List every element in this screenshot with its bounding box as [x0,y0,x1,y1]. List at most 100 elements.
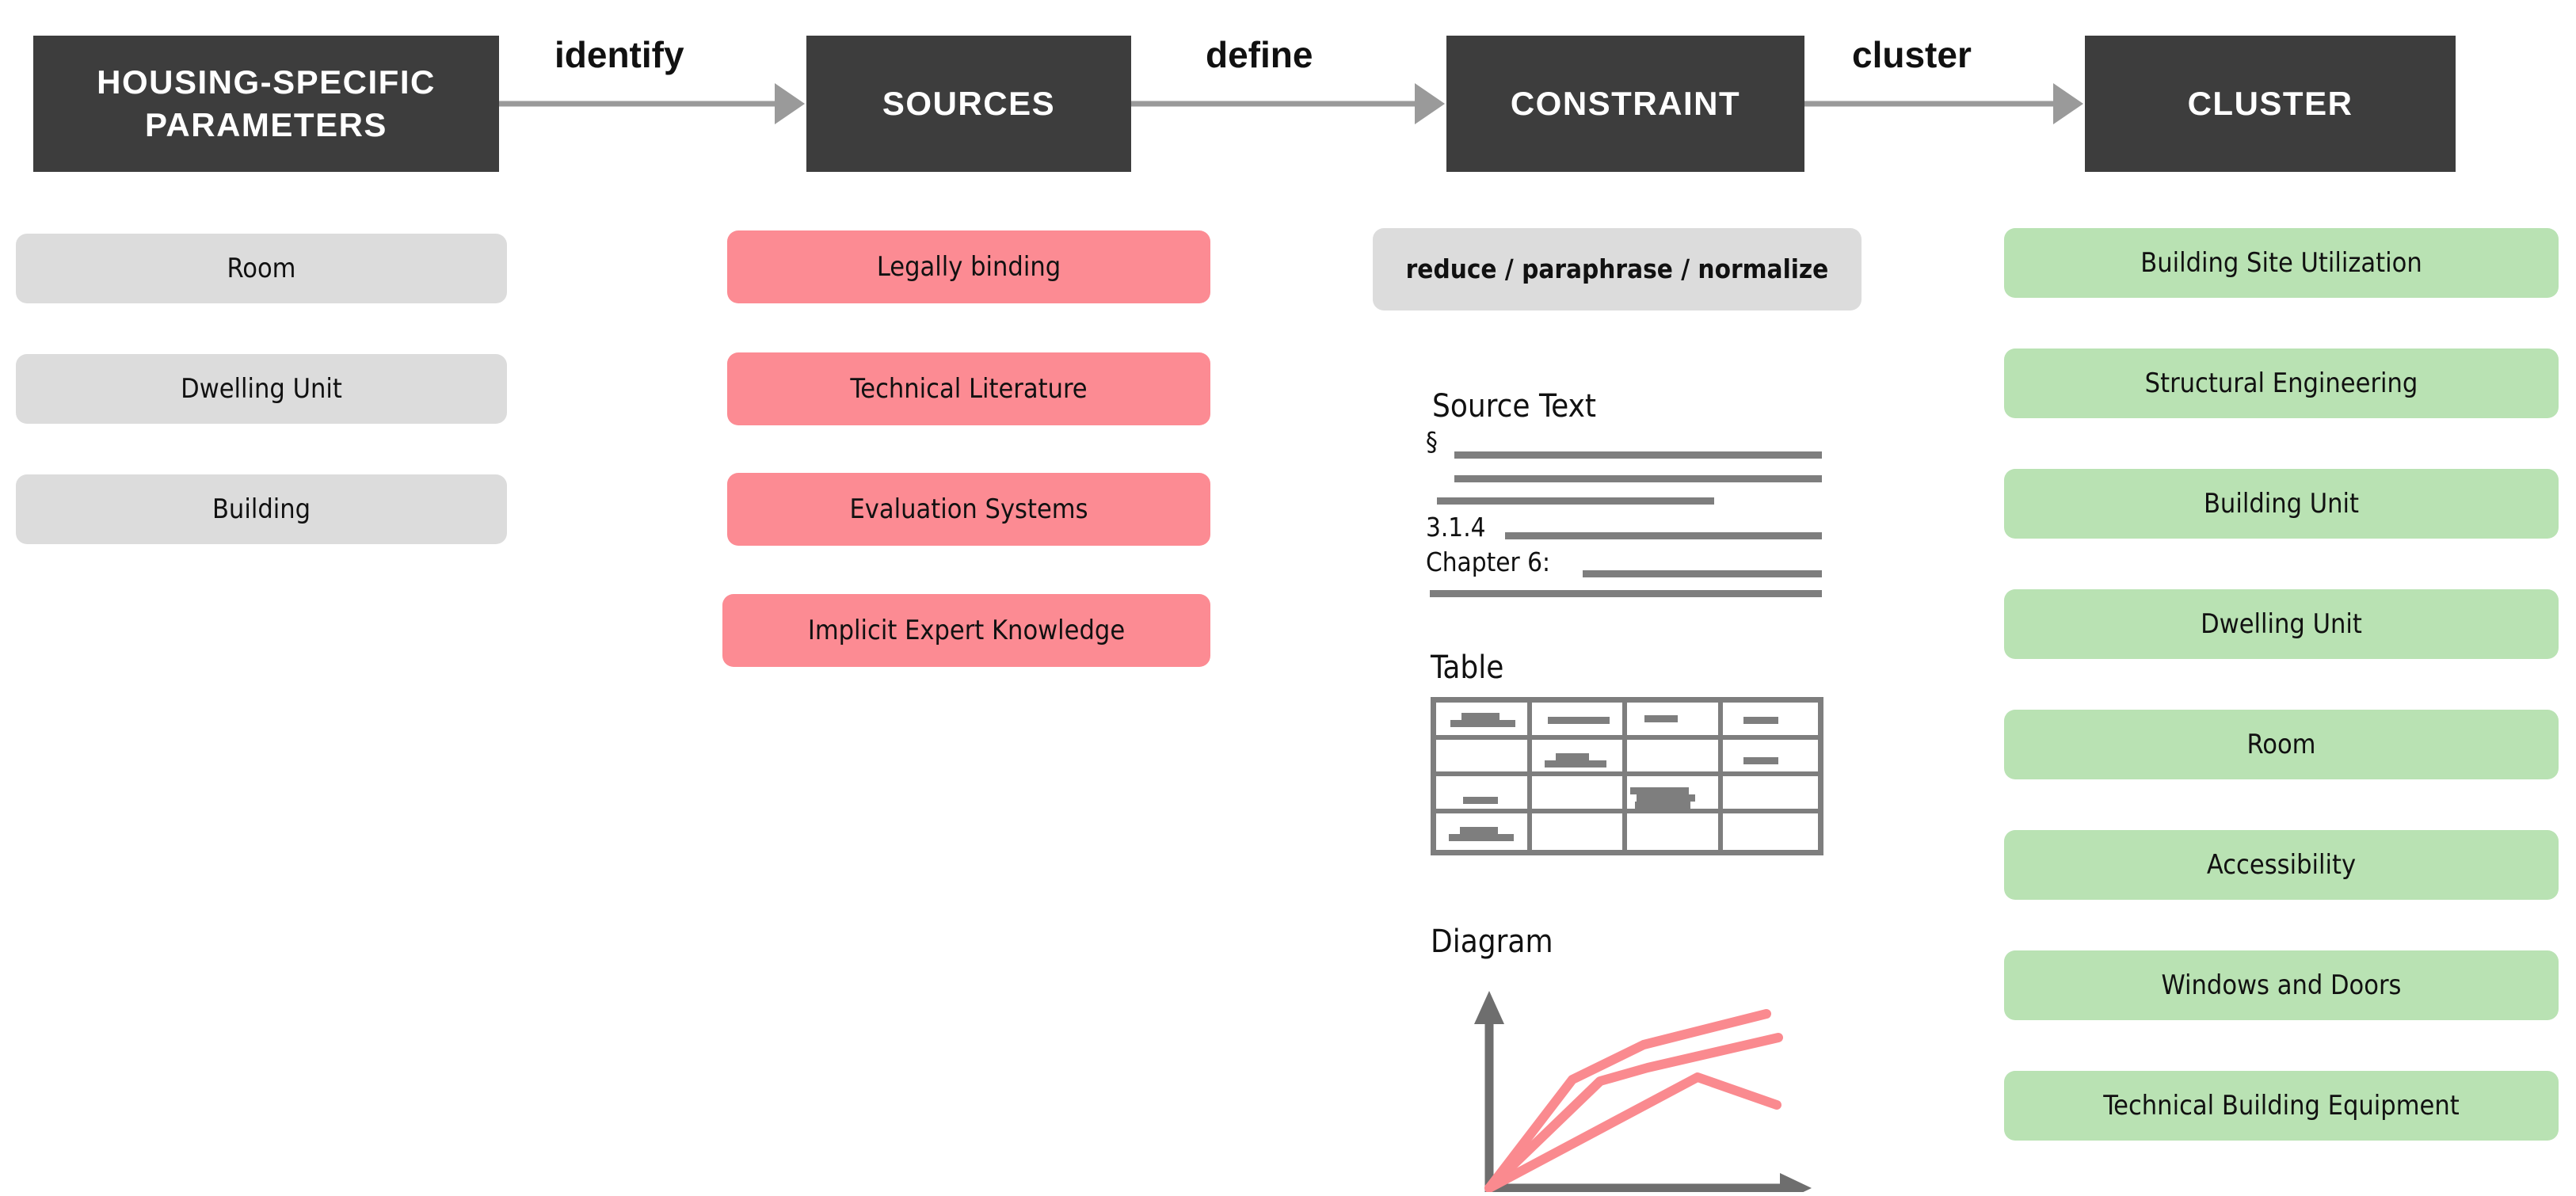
stage-box-parameters[interactable]: HOUSING-SPECIFIC PARAMETERS [33,36,499,172]
source-text-rule [1454,475,1822,482]
parameter-item-label: Room [227,252,296,284]
cell-bar [1555,752,1589,760]
chart-line-series-3 [1484,1072,1781,1192]
cell-bar [1544,760,1606,767]
arrow-label-cluster: cluster [1852,34,1972,75]
cluster-item-label: Windows and Doors [2161,969,2402,1001]
cell-bar [1635,802,1690,809]
table-cell [1722,703,1818,740]
chart-line-series-1 [1484,1009,1771,1192]
source-text-marker-clause: 3.1.4 [1426,512,1486,543]
y-axis-arrowhead [1474,991,1504,1024]
cluster-item-label: Dwelling Unit [2201,608,2362,640]
table-cell [1436,703,1532,740]
table-cell [1531,776,1627,813]
table-cell [1531,703,1627,740]
source-text-rule [1583,570,1822,577]
stage-box-sources[interactable]: SOURCES [806,36,1131,172]
arrow-identify [499,83,806,124]
cell-bar [1630,787,1689,794]
cell-bar [1463,797,1498,804]
arrow-label-identify: identify [554,34,684,75]
mini-table [1431,697,1823,855]
cluster-item-accessibility[interactable]: Accessibility [2004,830,2559,900]
source-item-legally-binding[interactable]: Legally binding [727,230,1210,303]
arrow-cluster [1804,83,2085,124]
cluster-item-structural-engineering[interactable]: Structural Engineering [2004,349,2559,418]
arrow-cluster-head [2053,83,2083,124]
table-cell [1436,813,1532,850]
stage-box-constraint[interactable]: CONSTRAINT [1446,36,1804,172]
arrow-label-define: define [1206,34,1313,75]
cell-bar [1637,794,1695,802]
stage-label-cluster: CLUSTER [2187,85,2353,123]
stage-label-parameters: HOUSING-SPECIFIC PARAMETERS [97,63,436,143]
table-cell [1627,703,1723,740]
table-cell [1627,813,1723,850]
cell-bar [1743,717,1778,724]
table-cell [1722,776,1818,813]
table-cell [1436,776,1532,813]
table-cell [1722,739,1818,776]
arrow-identify-head [775,83,805,124]
x-axis-arrowhead [1780,1173,1812,1192]
stage-box-cluster[interactable]: CLUSTER [2085,36,2456,172]
source-item-label: Evaluation Systems [849,493,1088,525]
table-cell [1531,813,1627,850]
cluster-item-label: Building Site Utilization [2140,246,2422,279]
table-cell [1436,739,1532,776]
cell-bar [1644,715,1678,722]
source-text-title: Source Text [1432,388,1596,425]
table-cell [1627,739,1723,776]
table-title: Table [1431,649,1504,686]
source-text-marker-chapter: Chapter 6: [1426,547,1551,577]
arrow-define-line [1131,101,1416,107]
stage-label-constraint: CONSTRAINT [1510,85,1741,123]
source-text-rule [1454,451,1822,459]
source-text-marker-section: § [1426,426,1438,457]
diagram-title: Diagram [1431,924,1553,960]
source-text-rule [1430,590,1822,597]
cluster-item-windows-and-doors[interactable]: Windows and Doors [2004,950,2559,1020]
source-item-implicit-expert-knowledge[interactable]: Implicit Expert Knowledge [722,594,1210,667]
cell-bar [1743,756,1778,764]
diagram-chart [1474,991,1812,1192]
arrow-define-head [1415,83,1445,124]
source-item-label: Technical Literature [850,372,1088,405]
cell-bar [1547,717,1610,724]
source-item-label: Implicit Expert Knowledge [807,614,1126,646]
arrow-identify-line [499,101,776,107]
cluster-item-dwelling-unit[interactable]: Dwelling Unit [2004,589,2559,659]
constraint-operation-label: reduce / paraphrase / normalize [1405,253,1829,285]
source-item-evaluation-systems[interactable]: Evaluation Systems [727,473,1210,546]
stage-label-sources: SOURCES [882,85,1056,123]
cluster-item-label: Accessibility [2206,848,2357,881]
cell-bar [1461,713,1499,720]
cell-bar [1449,833,1514,841]
constraint-operation-box[interactable]: reduce / paraphrase / normalize [1373,228,1862,310]
parameter-item-room[interactable]: Room [16,234,507,303]
chart-line-series-2 [1484,1033,1783,1192]
cluster-item-label: Building Unit [2203,487,2360,520]
parameter-item-dwelling-unit[interactable]: Dwelling Unit [16,354,507,424]
cluster-item-label: Structural Engineering [2144,367,2418,399]
cluster-item-technical-building-equipment[interactable]: Technical Building Equipment [2004,1071,2559,1141]
table-cell [1722,813,1818,850]
cluster-item-building-unit[interactable]: Building Unit [2004,469,2559,539]
cluster-item-room[interactable]: Room [2004,710,2559,779]
parameter-item-building[interactable]: Building [16,474,507,544]
parameter-item-label: Dwelling Unit [181,372,342,405]
cell-bar [1450,720,1515,727]
source-text-rule [1505,532,1822,539]
arrow-cluster-line [1804,101,2055,107]
cluster-item-label: Technical Building Equipment [2103,1089,2460,1122]
cell-bar [1460,826,1498,834]
cluster-item-label: Room [2246,728,2316,760]
table-cell [1531,739,1627,776]
source-item-technical-literature[interactable]: Technical Literature [727,352,1210,425]
cluster-item-building-site-utilization[interactable]: Building Site Utilization [2004,228,2559,298]
source-item-label: Legally binding [876,250,1061,283]
source-text-rule [1437,497,1714,505]
parameter-item-label: Building [211,493,311,525]
